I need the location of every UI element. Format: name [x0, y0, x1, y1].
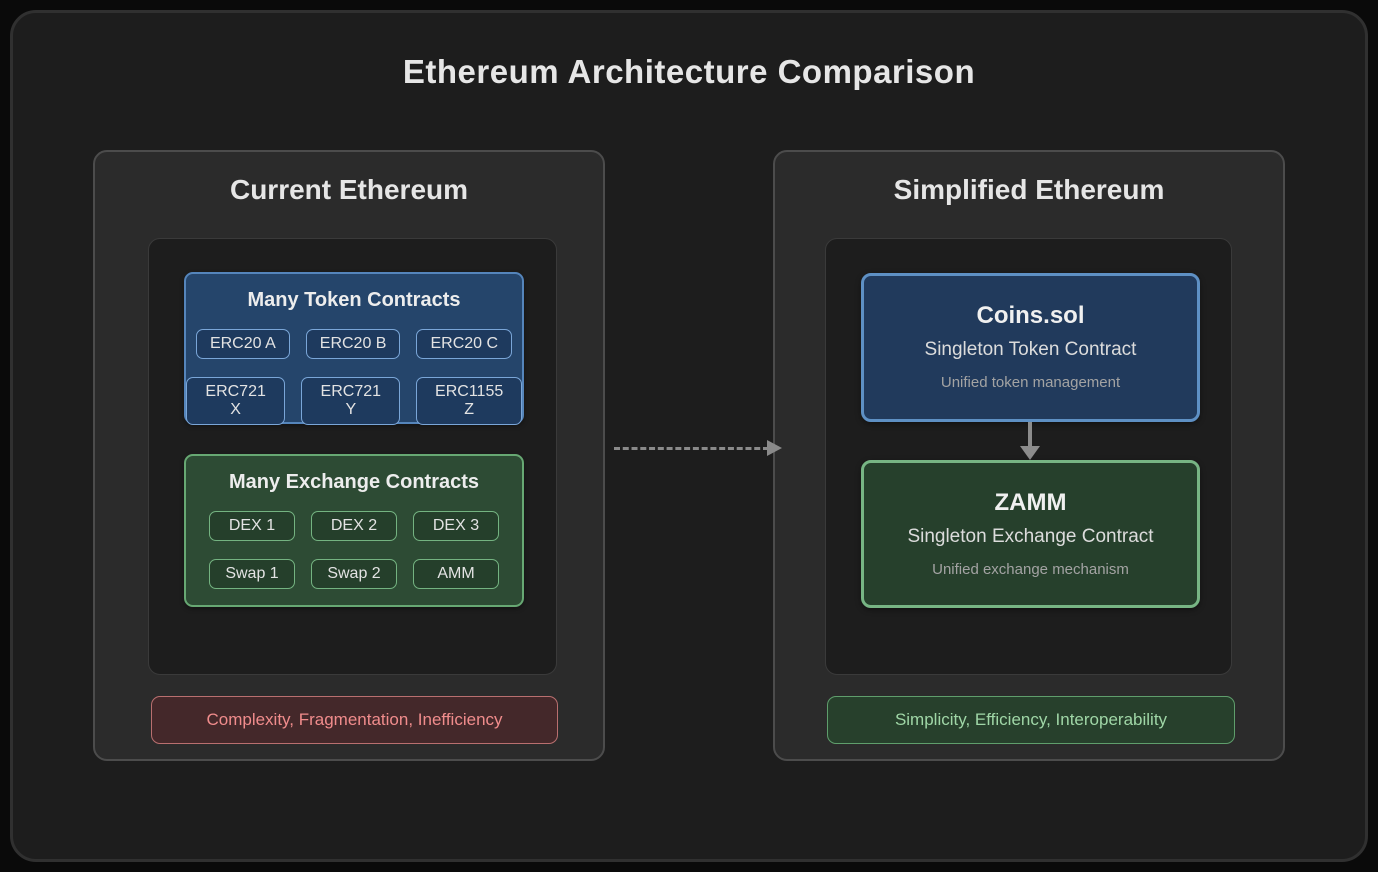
many-exchange-contracts-group: Many Exchange Contracts DEX 1 DEX 2 DEX … — [184, 454, 524, 607]
chip-dex-2: DEX 2 — [311, 511, 397, 541]
current-ethereum-title: Current Ethereum — [229, 174, 469, 205]
page-title: Ethereum Architecture Comparison — [402, 53, 976, 90]
exchange-chip-row-2: Swap 1 Swap 2 AMM — [186, 559, 522, 589]
down-arrow-line — [1028, 422, 1032, 447]
coins-sol-title: Coins.sol — [976, 302, 1085, 329]
right-arrow-icon — [767, 440, 782, 456]
coins-sol-box: Coins.sol Singleton Token Contract Unifi… — [861, 273, 1200, 422]
chip-erc1155-z: ERC1155 Z — [416, 377, 522, 425]
zamm-subtitle: Singleton Exchange Contract — [907, 526, 1154, 547]
chip-swap-1: Swap 1 — [209, 559, 295, 589]
simplified-ethereum-inner-box: Coins.sol Singleton Token Contract Unifi… — [825, 238, 1232, 675]
many-exchange-contracts-title: Many Exchange Contracts — [228, 471, 480, 493]
coins-sol-subtitle: Singleton Token Contract — [924, 339, 1137, 360]
token-chip-row-1: ERC20 A ERC20 B ERC20 C — [186, 329, 522, 359]
zamm-title: ZAMM — [994, 489, 1067, 516]
chip-swap-2: Swap 2 — [311, 559, 397, 589]
chip-dex-3: DEX 3 — [413, 511, 499, 541]
current-ethereum-inner-box: Many Token Contracts ERC20 A ERC20 B ERC… — [148, 238, 557, 675]
chip-erc20-c: ERC20 C — [416, 329, 513, 359]
current-ethereum-panel: Current Ethereum Many Token Contracts ER… — [93, 150, 605, 761]
chip-erc20-b: ERC20 B — [305, 329, 401, 359]
simplified-ethereum-panel: Simplified Ethereum Coins.sol Singleton … — [773, 150, 1285, 761]
simplicity-badge: Simplicity, Efficiency, Interoperability — [827, 696, 1235, 744]
chip-erc721-y: ERC721 Y — [301, 377, 401, 425]
simplified-ethereum-title: Simplified Ethereum — [893, 174, 1165, 205]
many-token-contracts-title: Many Token Contracts — [247, 289, 461, 311]
transition-arrow-line — [614, 447, 769, 450]
diagram-container: Ethereum Architecture Comparison Current… — [10, 10, 1368, 862]
zamm-box: ZAMM Singleton Exchange Contract Unified… — [861, 460, 1200, 608]
token-chip-row-2: ERC721 X ERC721 Y ERC1155 Z — [186, 377, 522, 425]
complexity-badge: Complexity, Fragmentation, Inefficiency — [151, 696, 558, 744]
coins-sol-note: Unified token management — [940, 374, 1121, 391]
zamm-note: Unified exchange mechanism — [932, 561, 1129, 578]
many-token-contracts-group: Many Token Contracts ERC20 A ERC20 B ERC… — [184, 272, 524, 425]
down-arrow-icon — [1020, 446, 1040, 460]
chip-amm: AMM — [413, 559, 499, 589]
chip-erc721-x: ERC721 X — [186, 377, 286, 425]
chip-erc20-a: ERC20 A — [195, 329, 290, 359]
exchange-chip-row-1: DEX 1 DEX 2 DEX 3 — [186, 511, 522, 541]
chip-dex-1: DEX 1 — [209, 511, 295, 541]
